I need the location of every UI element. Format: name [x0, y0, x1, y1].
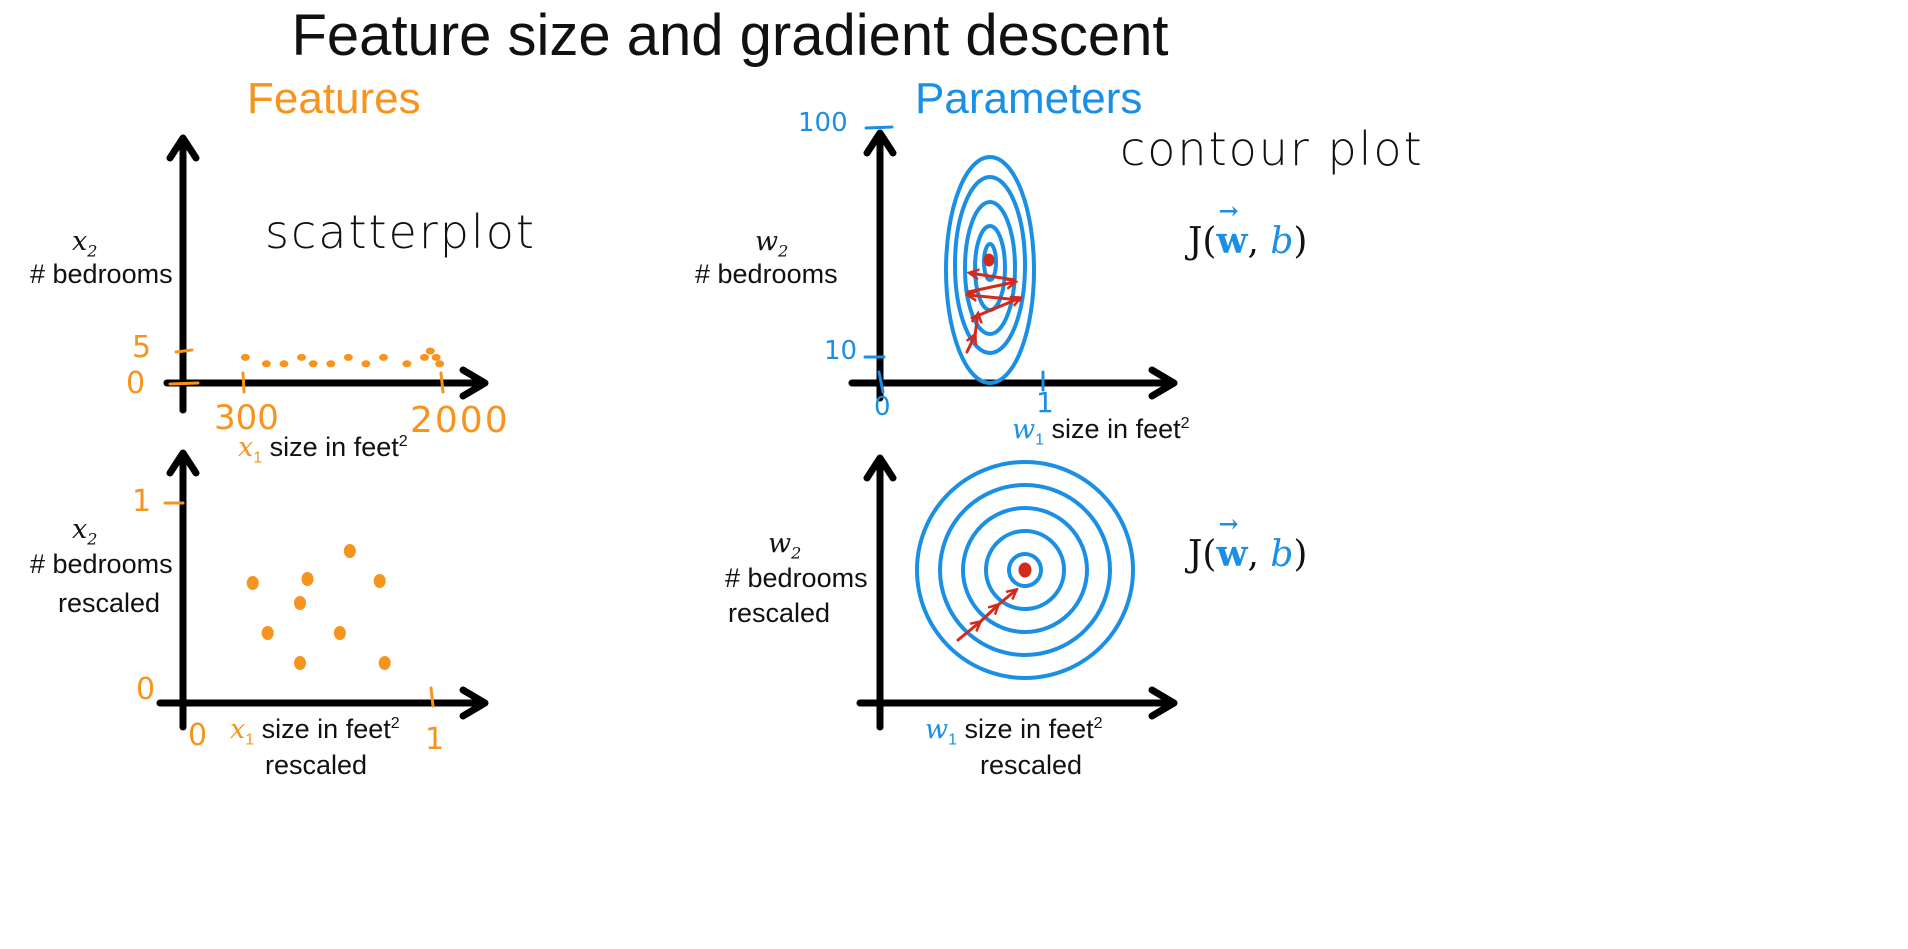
y-axis-label: # bedrooms: [30, 549, 173, 579]
cost-function-label: J(→w, b): [1188, 196, 1308, 262]
contour-circle: [938, 483, 1112, 657]
y-tick-1: 1: [132, 484, 152, 519]
contour-circle: [984, 529, 1066, 611]
scatter-point: [261, 626, 274, 640]
scatter-point: [343, 353, 353, 361]
elongated-contours: [944, 155, 1036, 385]
bottom-right-axes: [856, 454, 1178, 731]
scatter-point: [294, 596, 307, 610]
contour-ellipse: [963, 200, 1017, 336]
x-axis-label-rescaled: rescaled: [265, 750, 368, 780]
x2-var: x2: [72, 226, 98, 261]
x-axis-label: w1 size in feet2: [925, 714, 1103, 749]
parameters-heading: Parameters: [915, 74, 1143, 123]
scatter-point: [361, 360, 371, 368]
contour-ellipse: [944, 155, 1036, 385]
top-left-axes: [163, 134, 489, 414]
scatter-point: [333, 626, 346, 640]
x-tick-300: 300: [214, 398, 279, 438]
slide-title: Feature size and gradient descent: [291, 3, 1169, 68]
y-axis-label: # bedrooms: [725, 563, 868, 593]
scatter-point: [419, 353, 429, 361]
x-tick-2000: 2000: [410, 400, 510, 441]
x-tick-0: 0: [188, 718, 208, 753]
features-heading: Features: [247, 74, 421, 123]
x-axis-label-rescaled: rescaled: [980, 750, 1083, 780]
scatter-point: [425, 347, 435, 355]
scatter-point: [343, 544, 356, 558]
scatter-point: [301, 572, 314, 586]
minimum-point: [983, 253, 995, 267]
scatter-point: [246, 576, 259, 590]
x-axis-label: x1 size in feet2: [238, 432, 408, 467]
scatter-point: [297, 353, 307, 361]
y-tick-100: 100: [798, 108, 848, 138]
zigzag-descent-path: [967, 253, 1020, 354]
scatter-point: [308, 360, 318, 368]
w2-var: w2: [768, 528, 802, 563]
scatter-point: [435, 360, 445, 368]
x-tick-1: 1: [1036, 386, 1054, 419]
scatter-point: [402, 360, 412, 368]
y-axis-label-rescaled: rescaled: [58, 588, 161, 618]
scatter-point: [378, 353, 388, 361]
scatter-point: [378, 656, 391, 670]
direct-descent-path: [956, 562, 1032, 642]
y-tick-10: 10: [824, 336, 858, 366]
y-tick-5: 5: [132, 330, 152, 365]
top-right-axes: [848, 129, 1178, 402]
scatter-point: [240, 353, 250, 361]
scatterplot-annotation: scatterplot: [265, 205, 536, 259]
scatter-point: [431, 353, 441, 361]
parameter-ticks: [863, 125, 1045, 394]
feature-ticks: [163, 348, 445, 708]
cost-function-label: J(→w, b): [1188, 509, 1308, 575]
circular-contours: [915, 460, 1135, 680]
contour-circle: [915, 460, 1135, 680]
scatter-point: [261, 360, 271, 368]
x-tick-0: 0: [874, 392, 891, 422]
y-tick-0: 0: [136, 672, 156, 707]
scatter-point: [373, 574, 386, 588]
y-tick-0: 0: [126, 366, 146, 401]
scatter-point: [279, 360, 289, 368]
scatter-point: [326, 360, 336, 368]
bottom-left-axes: [156, 449, 489, 731]
x2-var: x2: [72, 514, 98, 549]
contour-ellipse: [953, 175, 1027, 355]
scatter-point: [294, 656, 307, 670]
w2-var: w2: [755, 226, 789, 261]
y-axis-label-rescaled: rescaled: [728, 598, 831, 628]
y-axis-label: # bedrooms: [30, 259, 173, 289]
y-axis-label: # bedrooms: [695, 259, 838, 289]
contour-plot-annotation: contour plot: [1120, 122, 1424, 176]
x-axis-label: x1 size in feet2: [230, 714, 400, 749]
contour-circle: [1007, 552, 1043, 588]
x-axis-label: w1 size in feet2: [1012, 414, 1190, 449]
contour-circle: [961, 506, 1089, 634]
x-tick-1: 1: [425, 722, 445, 757]
minimum-point: [1018, 562, 1032, 578]
